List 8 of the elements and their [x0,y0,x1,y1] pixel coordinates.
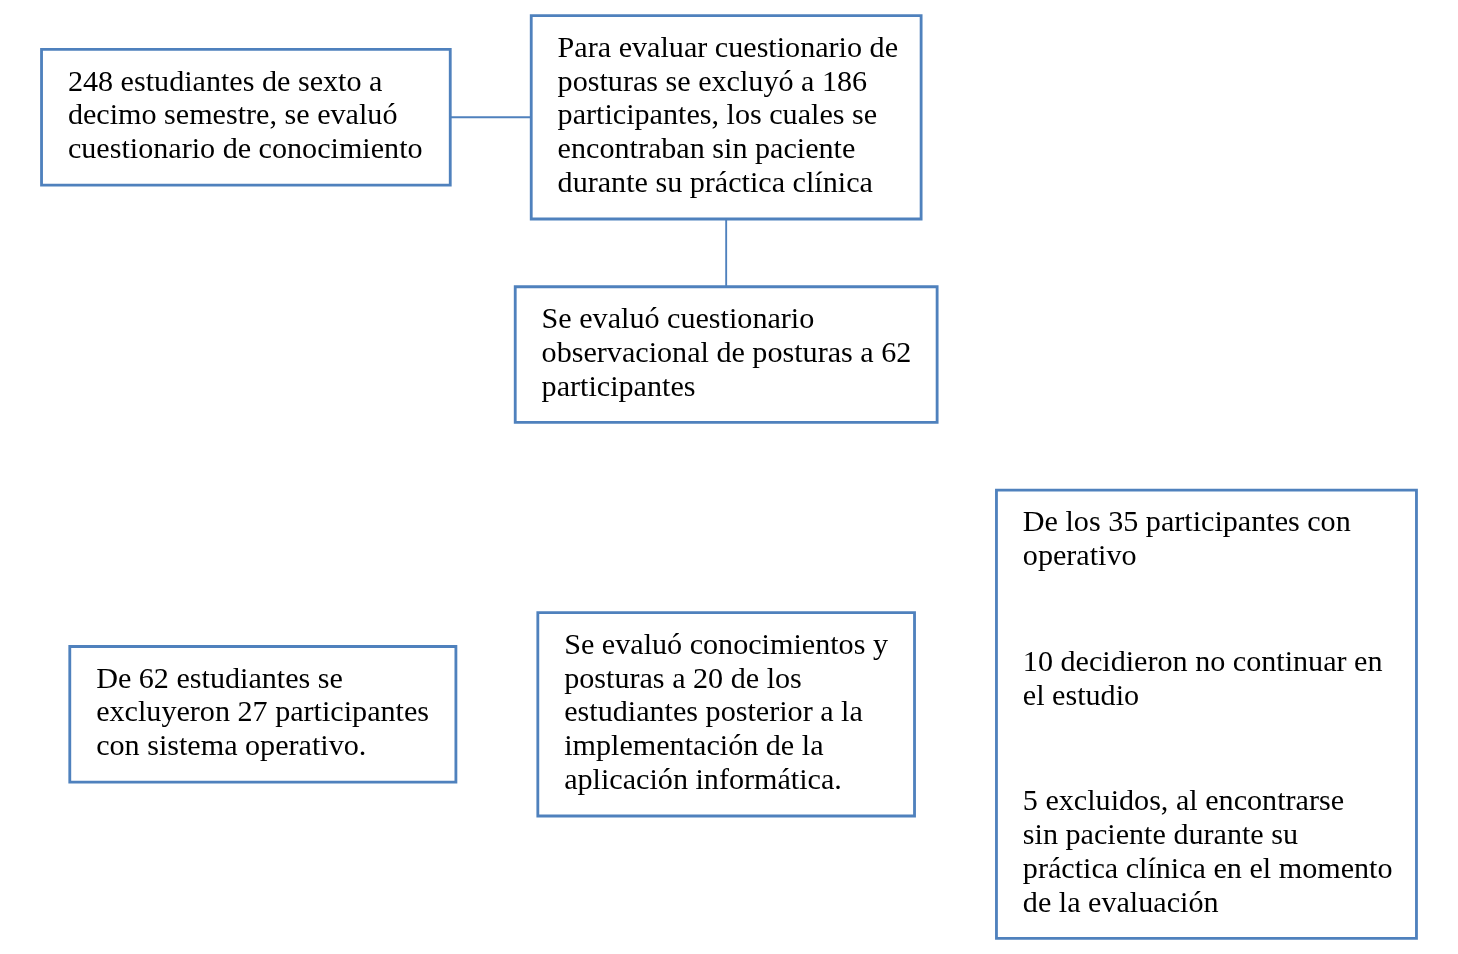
node-box: De los 35 participantes con operativo 10 decidieron no continuar en el estudio 5 excluidos, al encontrarse sin paciente durante su práctica clínica en el momento de la evaluación [995,488,1418,940]
node-box: Para evaluar cuestionario de posturas se excluyó a 186 participantes, los cuales se encontraban sin paciente durante su práctica clínica [529,14,923,221]
node-box: Se evaluó cuestionario observacional de posturas a 62 participantes [513,285,939,424]
node-box: De 62 estudiantes se excluyeron 27 participantes con sistema operativo. [68,645,458,784]
connector [725,218,728,288]
node-box: Se evaluó conocimientos y posturas a 20 de los estudiantes posterior a la implementación de la aplicación informática. [536,611,916,818]
connector [449,116,533,119]
node-box: 248 estudiantes de sexto a decimo semestre, se evaluó cuestionario de conocimiento [40,48,452,187]
